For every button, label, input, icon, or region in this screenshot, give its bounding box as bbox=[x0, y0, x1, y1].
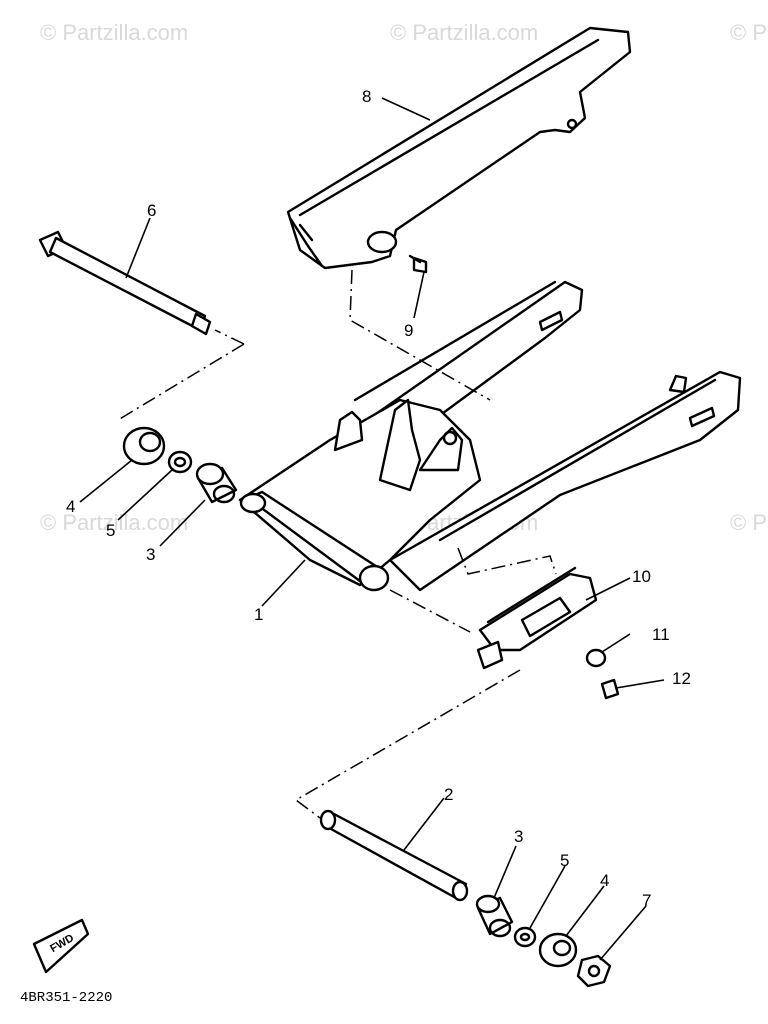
callout-8: 8 bbox=[362, 87, 371, 106]
screw-part-12 bbox=[600, 678, 620, 700]
callout-7: 7 bbox=[642, 891, 651, 910]
collar-part-11 bbox=[585, 648, 607, 668]
callout-labels: 8 6 9 4 5 3 1 10 11 12 2 3 5 4 7 bbox=[66, 87, 691, 910]
swing-arm-part-1 bbox=[238, 280, 742, 592]
callout-1: 1 bbox=[254, 605, 263, 624]
callout-5-lower: 5 bbox=[560, 851, 569, 870]
callout-4-upper: 4 bbox=[66, 497, 75, 516]
bushing-part-3-upper bbox=[195, 462, 238, 504]
callout-10: 10 bbox=[632, 567, 651, 586]
thrust-cover-part-4-lower bbox=[538, 932, 578, 968]
watermark-mid-right: © Partzilla.com bbox=[730, 510, 768, 535]
pivot-shaft-part-2 bbox=[319, 809, 469, 902]
callout-3-upper: 3 bbox=[146, 545, 155, 564]
chain-guide-part-10 bbox=[476, 566, 598, 670]
thrust-cover-part-4-upper bbox=[122, 426, 166, 466]
chain-case-part-8 bbox=[286, 26, 632, 270]
callout-11: 11 bbox=[652, 625, 670, 644]
callout-3-lower: 3 bbox=[514, 827, 523, 846]
leader-lines bbox=[79, 97, 665, 961]
diagram-code: 4BR351-2220 bbox=[20, 990, 112, 1006]
washer-part-5-lower bbox=[513, 926, 537, 948]
nut-part-7 bbox=[576, 954, 612, 988]
assembly-center-lines bbox=[117, 269, 557, 819]
callout-12: 12 bbox=[672, 669, 691, 688]
washer-part-5-upper bbox=[167, 450, 193, 474]
callout-4-lower: 4 bbox=[600, 871, 609, 890]
callout-9: 9 bbox=[404, 321, 413, 340]
callout-2: 2 bbox=[444, 785, 453, 804]
watermark-top-center: © Partzilla.com bbox=[390, 20, 538, 45]
callout-5-upper: 5 bbox=[106, 521, 115, 540]
callout-6: 6 bbox=[147, 201, 156, 220]
pivot-shaft-part-6 bbox=[38, 230, 212, 336]
forward-direction-arrow: FWD bbox=[32, 918, 90, 974]
watermark-mid-left: © Partzilla.com bbox=[40, 510, 188, 535]
bolt-part-9 bbox=[408, 254, 428, 274]
watermark-top-right: © Partzilla.com bbox=[730, 20, 768, 45]
bushing-part-3-lower bbox=[475, 894, 514, 938]
watermark-top-left: © Partzilla.com bbox=[40, 20, 188, 45]
